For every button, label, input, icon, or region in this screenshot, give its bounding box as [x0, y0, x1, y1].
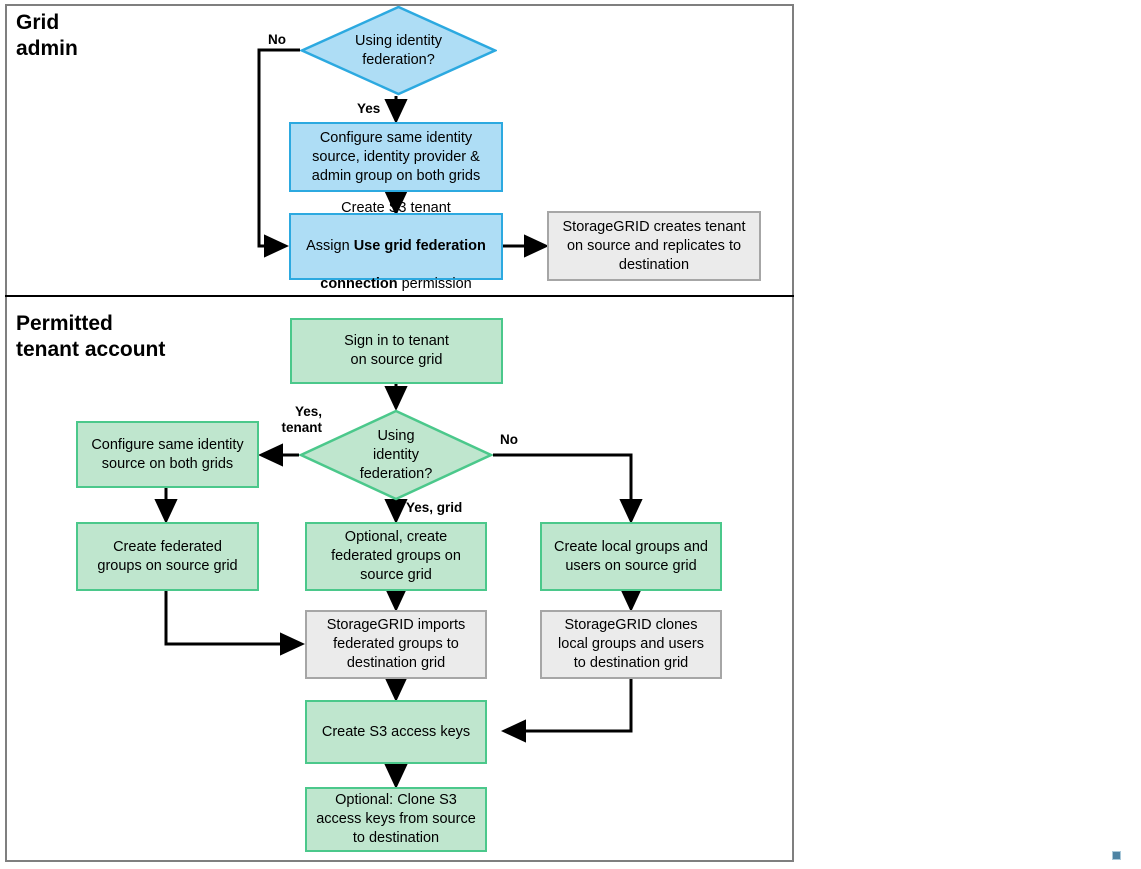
- lane-divider: [5, 295, 794, 297]
- create-s3-tenant-permission-bold-2: connection: [320, 276, 398, 292]
- create-s3-tenant-assign-text: Assign: [306, 238, 354, 254]
- lane-title-permitted-tenant-account: Permitted tenant account: [16, 312, 166, 361]
- edge-label-tenant-no: No: [500, 432, 518, 447]
- box-optional-clone-s3-access-keys[interactable]: Optional: Clone S3 access keys from sour…: [305, 787, 487, 852]
- create-s3-tenant-permission-text: permission: [397, 276, 472, 292]
- box-sign-in-to-tenant-label: Sign in to tenant on source grid: [344, 333, 449, 368]
- create-s3-tenant-permission-bold-1: Use grid federation: [353, 238, 486, 254]
- edge-label-grid-admin-no: No: [268, 32, 286, 47]
- box-create-local-groups-users[interactable]: Create local groups and users on source …: [540, 522, 722, 591]
- box-optional-create-federated-groups-label: Optional, create federated groups on sou…: [331, 529, 461, 583]
- box-storagegrid-creates-tenant: StorageGRID creates tenant on source and…: [547, 211, 761, 281]
- box-configure-identity-source-both-grids-label: Configure same identity source, identity…: [311, 129, 481, 184]
- box-optional-clone-s3-access-keys-label: Optional: Clone S3 access keys from sour…: [316, 792, 476, 846]
- box-create-s3-tenant-assign-permission[interactable]: Create S3 tenant Assign Use grid federat…: [289, 200, 503, 292]
- decision-tenant-identity-federation[interactable]: Using identity federation?: [299, 409, 493, 501]
- edge-label-grid-admin-yes: Yes: [357, 101, 381, 116]
- box-configure-same-identity-source-both-grids[interactable]: Configure same identity source on both g…: [76, 421, 259, 488]
- box-storagegrid-imports-federated-groups-label: StorageGRID imports federated groups to …: [326, 617, 466, 671]
- box-create-federated-groups-source-grid-label: Create federated groups on source grid: [97, 538, 238, 574]
- corner-artifact-icon: [1112, 851, 1121, 860]
- box-create-local-groups-users-label: Create local groups and users on source …: [554, 538, 708, 574]
- box-configure-identity-source-both-grids[interactable]: Configure same identity source, identity…: [289, 122, 503, 192]
- create-s3-tenant-line-3: connection permission: [320, 256, 471, 294]
- box-create-s3-access-keys-label: Create S3 access keys: [321, 723, 471, 740]
- box-create-federated-groups-source-grid[interactable]: Create federated groups on source grid: [76, 522, 259, 591]
- decision-grid-admin-identity-federation[interactable]: Using identity federation?: [300, 5, 497, 96]
- create-s3-tenant-line-1: Create S3 tenant: [341, 200, 451, 216]
- edge-label-tenant-yes-grid: Yes, grid: [406, 500, 463, 515]
- box-optional-create-federated-groups[interactable]: Optional, create federated groups on sou…: [305, 522, 487, 591]
- box-create-s3-access-keys[interactable]: Create S3 access keys: [305, 700, 487, 764]
- edge-label-tenant-yes-tenant: Yes, tenant: [281, 404, 323, 435]
- create-s3-tenant-line-2: Assign Use grid federation: [306, 218, 486, 256]
- box-configure-same-identity-source-both-grids-label: Configure same identity source on both g…: [91, 436, 244, 472]
- box-storagegrid-creates-tenant-label: StorageGRID creates tenant on source and…: [562, 218, 746, 273]
- diamond-shape-blue: [300, 5, 497, 96]
- lane-title-grid-admin: Grid admin: [16, 11, 78, 60]
- box-storagegrid-imports-federated-groups: StorageGRID imports federated groups to …: [305, 610, 487, 679]
- box-storagegrid-clones-local-groups: StorageGRID clones local groups and user…: [540, 610, 722, 679]
- box-storagegrid-clones-local-groups-label: StorageGRID clones local groups and user…: [558, 617, 704, 671]
- diamond-shape-green: [299, 409, 493, 501]
- box-sign-in-to-tenant[interactable]: Sign in to tenant on source grid: [290, 318, 503, 384]
